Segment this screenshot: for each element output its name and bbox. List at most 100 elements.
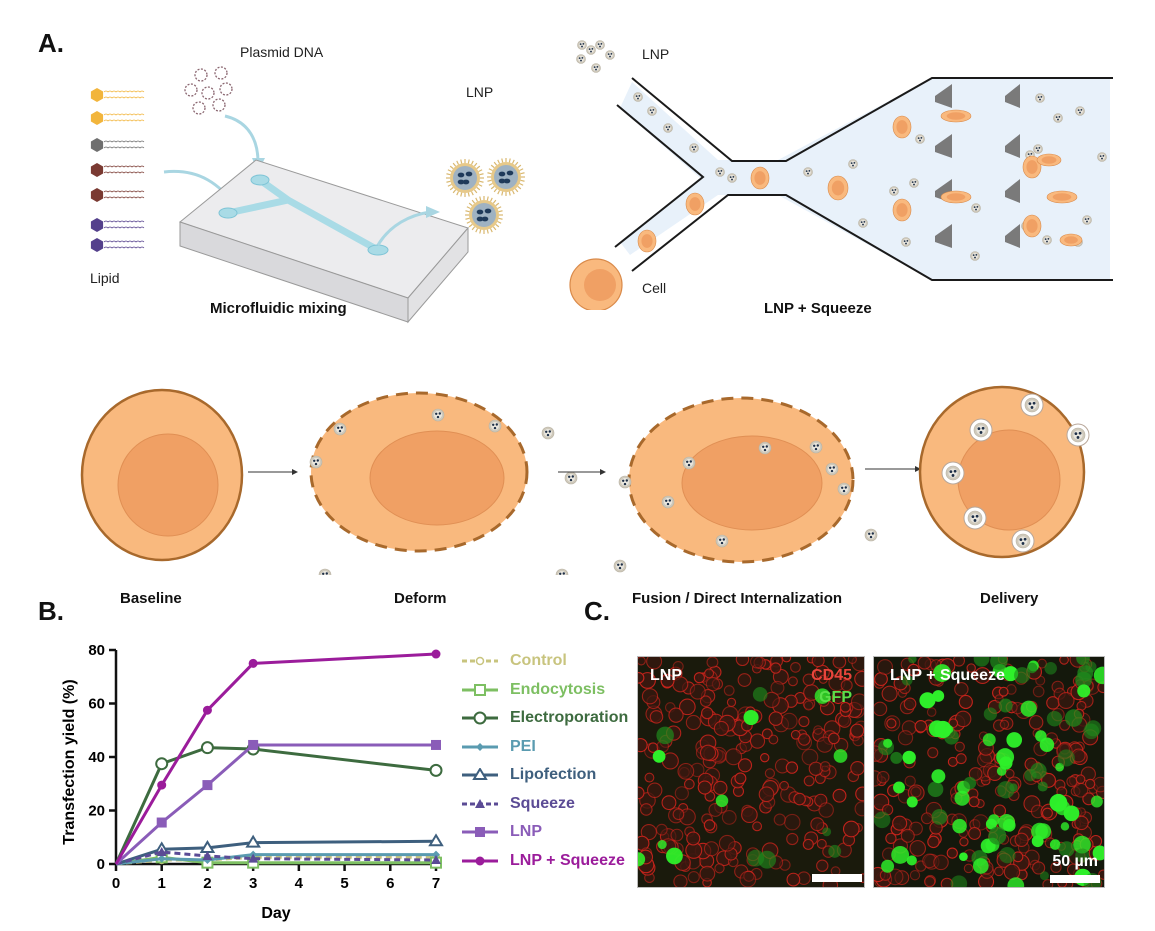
gfp-cell [1063, 805, 1080, 822]
gfp-cell [1037, 781, 1048, 792]
gfp-cell [1076, 657, 1090, 666]
micrograph-lnp: LNP CD45 GFP [637, 656, 865, 888]
gfp-cell [881, 859, 895, 873]
series-lnp-squeeze [114, 649, 441, 865]
cell-icon [940, 190, 972, 204]
gfp-cell [1075, 671, 1092, 689]
gfp-cell [950, 875, 968, 887]
gfp-cell [1093, 666, 1104, 685]
cd45-cell [790, 729, 801, 740]
gfp-cell [1020, 700, 1037, 717]
gfp-cell [656, 726, 674, 745]
gfp-cell [1077, 684, 1091, 698]
mechanism-diagram [80, 385, 1090, 575]
cd45-cell [638, 672, 645, 684]
cd45-cell [689, 683, 706, 700]
chart-series [114, 649, 444, 869]
lnp-icon [564, 471, 578, 485]
baseline-cell [80, 388, 244, 562]
endosome-lnp-icon [1066, 423, 1090, 447]
cd45-cell [810, 817, 825, 832]
cd45-cell [968, 796, 980, 808]
cd45-cell [1003, 863, 1021, 881]
data-point [200, 741, 214, 755]
cell-icon [892, 115, 912, 139]
cd45-cell [1032, 861, 1046, 875]
lnp-icon [715, 167, 725, 177]
cd45-cell [714, 863, 725, 874]
lipid-head-icon [90, 163, 104, 177]
cd45-cell [842, 820, 860, 838]
cell-icon [569, 258, 623, 310]
cd45-cell [683, 778, 695, 790]
lnp-icon [689, 143, 699, 153]
gfp-cell [908, 657, 917, 664]
legend-item: Squeeze [460, 793, 575, 815]
gfp-cell [883, 738, 893, 748]
legend-marker-icon [462, 827, 498, 837]
channel-label-cd45: CD45 [811, 667, 852, 684]
gfp-cell [997, 781, 1015, 799]
gfp-cell [1026, 662, 1038, 674]
cd45-cell [704, 668, 715, 679]
cd45-cell [752, 821, 763, 832]
cd45-cell [1028, 715, 1044, 730]
cd45-cell [959, 837, 969, 847]
lnp-icon [595, 40, 605, 50]
cd45-cell [655, 823, 668, 836]
lnp-icon [864, 528, 878, 542]
cell-icon [1046, 190, 1078, 204]
cd45-cell [764, 768, 775, 779]
legend-marker-icon [462, 856, 498, 865]
lnp-icon [715, 534, 729, 548]
cd45-cell [699, 695, 712, 708]
gfp-cell [1073, 835, 1091, 854]
gfp-cell [919, 692, 936, 709]
step-caption-deform: Deform [394, 590, 447, 607]
y-tick-label: 40 [88, 749, 105, 766]
legend-marker [476, 742, 484, 751]
cd45-cell [1075, 774, 1086, 785]
cd45-cell [706, 657, 719, 669]
gfp-cell [828, 844, 842, 858]
cell-icon [892, 198, 912, 222]
cd45-cell [832, 788, 847, 803]
cd45-cell [840, 679, 853, 692]
cd45-cell [638, 738, 648, 753]
lnp-icon [591, 63, 601, 73]
cd45-cell [839, 701, 851, 713]
cd45-cell [920, 812, 933, 825]
cd45-cell [854, 670, 864, 687]
endosome-lnp-icon [969, 418, 993, 442]
lipid-head-icon [90, 138, 104, 152]
cell-icon [827, 175, 849, 201]
lnp-icon [661, 495, 675, 509]
cd45-cell [687, 871, 700, 884]
x-tick-label: 5 [340, 875, 348, 892]
lnp-icon [605, 50, 615, 60]
arrow-3 [865, 466, 921, 472]
cd45-cell [737, 758, 753, 773]
cd45-cell [994, 866, 1004, 877]
cd45-cell [966, 663, 976, 673]
data-point [245, 834, 261, 848]
cd45-cell [639, 803, 653, 816]
lnp-icon [465, 196, 503, 234]
cd45-cell [903, 697, 917, 711]
x-tick-label: 0 [112, 875, 120, 892]
gfp-cell [1049, 793, 1068, 812]
cd45-cell [924, 875, 936, 887]
cd45-cell [948, 718, 959, 729]
cd45-cell [703, 819, 716, 831]
cd45-cell [672, 808, 685, 821]
step-caption-fusion: Fusion / Direct Internalization [632, 590, 843, 607]
gfp-cell [982, 733, 996, 747]
data-point [431, 739, 441, 750]
lnp-icon [837, 482, 851, 496]
cd45-cell [737, 673, 752, 687]
cd45-cell [708, 802, 723, 817]
gfp-cell [973, 657, 990, 667]
gfp-cell [715, 794, 729, 808]
legend-label: LNP [510, 823, 542, 840]
cd45-cell [693, 672, 705, 684]
